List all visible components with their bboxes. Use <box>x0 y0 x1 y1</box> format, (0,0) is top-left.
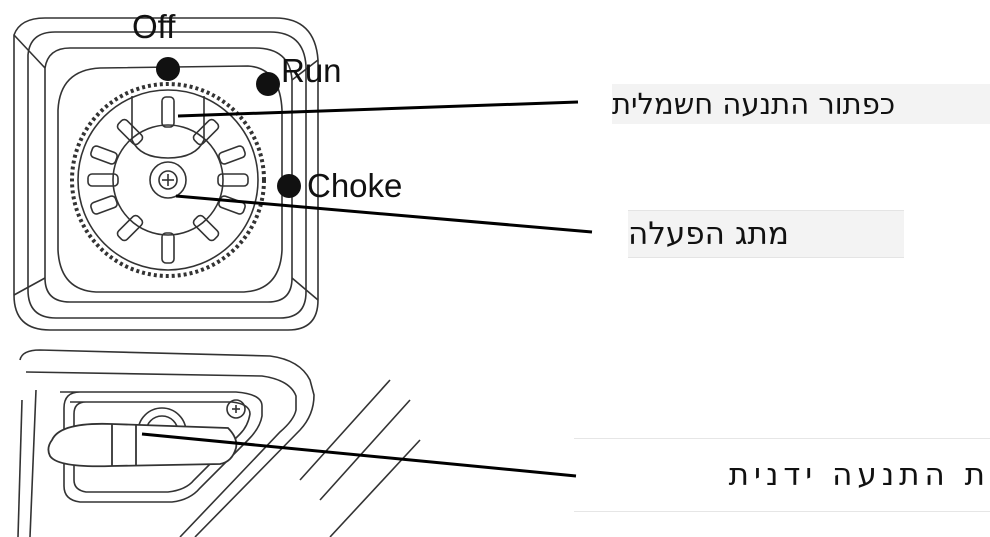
start-switch-knob <box>70 82 266 278</box>
start-switch-label: מתג הפעלה <box>628 210 904 258</box>
manual-start-housing <box>17 349 421 537</box>
manual-start-handle <box>47 422 238 468</box>
electric-start-button-label: כפתור התנעה חשמלית <box>612 84 990 124</box>
run-marker <box>256 72 280 96</box>
manual-start-label: ת התנעה ידנית <box>574 438 990 512</box>
run-label: Run <box>281 52 342 89</box>
leader-electric-start <box>177 100 579 118</box>
start-switch-housing <box>13 17 319 331</box>
off-marker <box>156 57 180 81</box>
off-label: Off <box>132 8 176 45</box>
leader-manual-start <box>141 432 577 478</box>
leader-start-switch <box>175 194 593 234</box>
choke-marker <box>277 174 301 198</box>
choke-label: Choke <box>307 167 403 204</box>
leader-lines <box>141 100 593 478</box>
position-markers <box>156 57 301 198</box>
